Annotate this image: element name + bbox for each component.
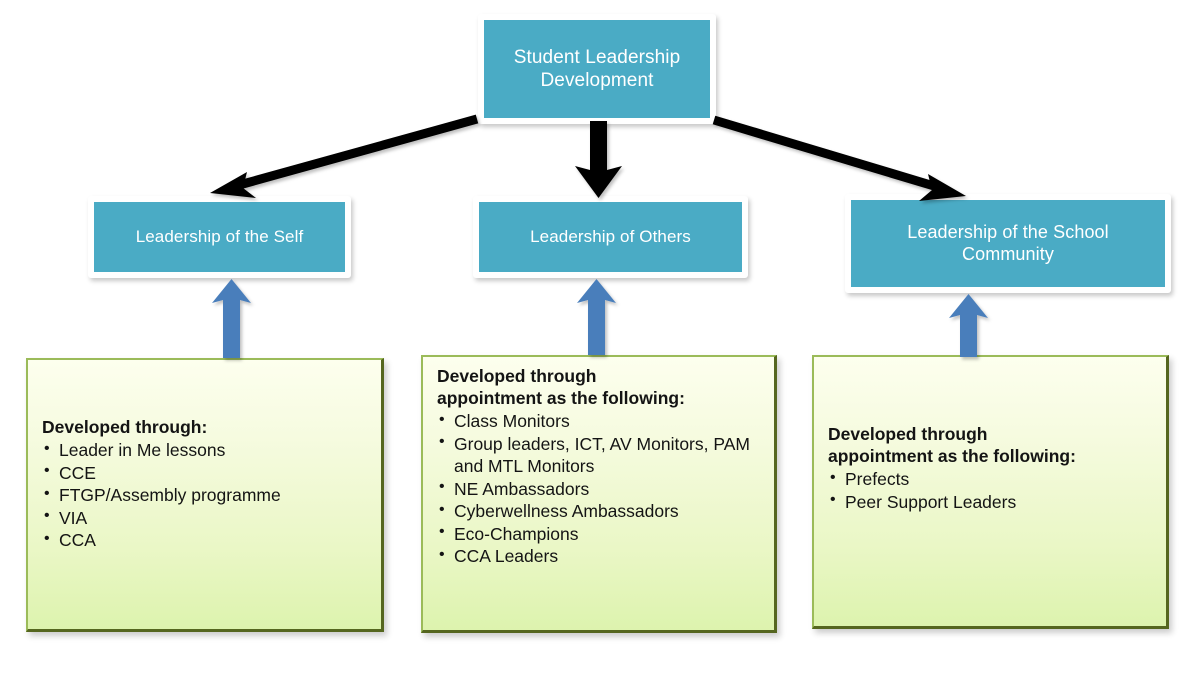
detail-list: Leader in Me lessonsCCEFTGP/Assembly pro… — [42, 439, 367, 552]
detail-list-item: Eco-Champions — [437, 522, 760, 546]
detail-list-item: Cyberwellness Ambassadors — [437, 500, 760, 523]
branch-node-leadership-of-the-school-community[interactable]: Leadership of the School Community — [845, 194, 1171, 293]
branch-node-leadership-of-others[interactable]: Leadership of Others — [473, 196, 748, 278]
detail-box-leadership-of-the-self[interactable]: Developed through: Leader in Me lessonsC… — [26, 358, 384, 632]
branch-node-fill: Leadership of the Self — [94, 202, 345, 272]
detail-list: PrefectsPeer Support Leaders — [828, 468, 1152, 513]
branch-node-label: Leadership of Others — [530, 226, 691, 246]
detail-list-item: NE Ambassadors — [437, 477, 760, 501]
arrow-detail-to-self — [212, 279, 251, 358]
arrow-root-to-self — [210, 114, 479, 198]
arrow-root-to-school — [712, 115, 966, 201]
detail-box-content: Developed through: Leader in Me lessonsC… — [28, 416, 381, 552]
detail-list-item: CCA — [42, 529, 367, 552]
detail-list-item: Leader in Me lessons — [42, 439, 367, 462]
detail-list-item: Prefects — [828, 468, 1152, 491]
detail-list-item: CCE — [42, 461, 367, 485]
detail-heading: Developed through appointment as the fol… — [437, 366, 685, 409]
detail-box-leadership-of-the-school-community[interactable]: Developed through appointment as the fol… — [812, 355, 1169, 629]
detail-list-item: Group leaders, ICT, AV Monitors, PAM and… — [437, 432, 760, 478]
detail-list-item: CCA Leaders — [437, 545, 760, 568]
branch-node-label: Leadership of the School Community — [907, 221, 1109, 264]
detail-heading: Developed through: — [42, 417, 208, 437]
detail-list-item: Peer Support Leaders — [828, 490, 1152, 514]
root-node-fill: Student Leadership Development — [484, 20, 710, 118]
root-node-label: Student Leadership Development — [513, 46, 681, 91]
branch-node-label: Leadership of the Self — [135, 226, 304, 246]
root-node-student-leadership-development[interactable]: Student Leadership Development — [478, 14, 716, 124]
detail-box-content: Developed through appointment as the fol… — [814, 423, 1166, 513]
arrow-root-to-others — [575, 121, 622, 198]
detail-list-item: VIA — [42, 506, 367, 530]
detail-box-content: Developed through appointment as the fol… — [423, 365, 774, 568]
branch-node-leadership-of-the-self[interactable]: Leadership of the Self — [88, 196, 351, 278]
detail-list: Class MonitorsGroup leaders, ICT, AV Mon… — [437, 410, 760, 568]
branch-node-fill: Leadership of the School Community — [851, 200, 1165, 287]
detail-box-leadership-of-others[interactable]: Developed through appointment as the fol… — [421, 355, 777, 633]
detail-heading: Developed through appointment as the fol… — [828, 424, 1076, 467]
arrow-detail-to-school — [949, 294, 988, 357]
detail-list-item: FTGP/Assembly programme — [42, 484, 367, 507]
arrow-detail-to-others — [577, 279, 616, 355]
branch-node-fill: Leadership of Others — [479, 202, 742, 272]
detail-list-item: Class Monitors — [437, 410, 760, 433]
